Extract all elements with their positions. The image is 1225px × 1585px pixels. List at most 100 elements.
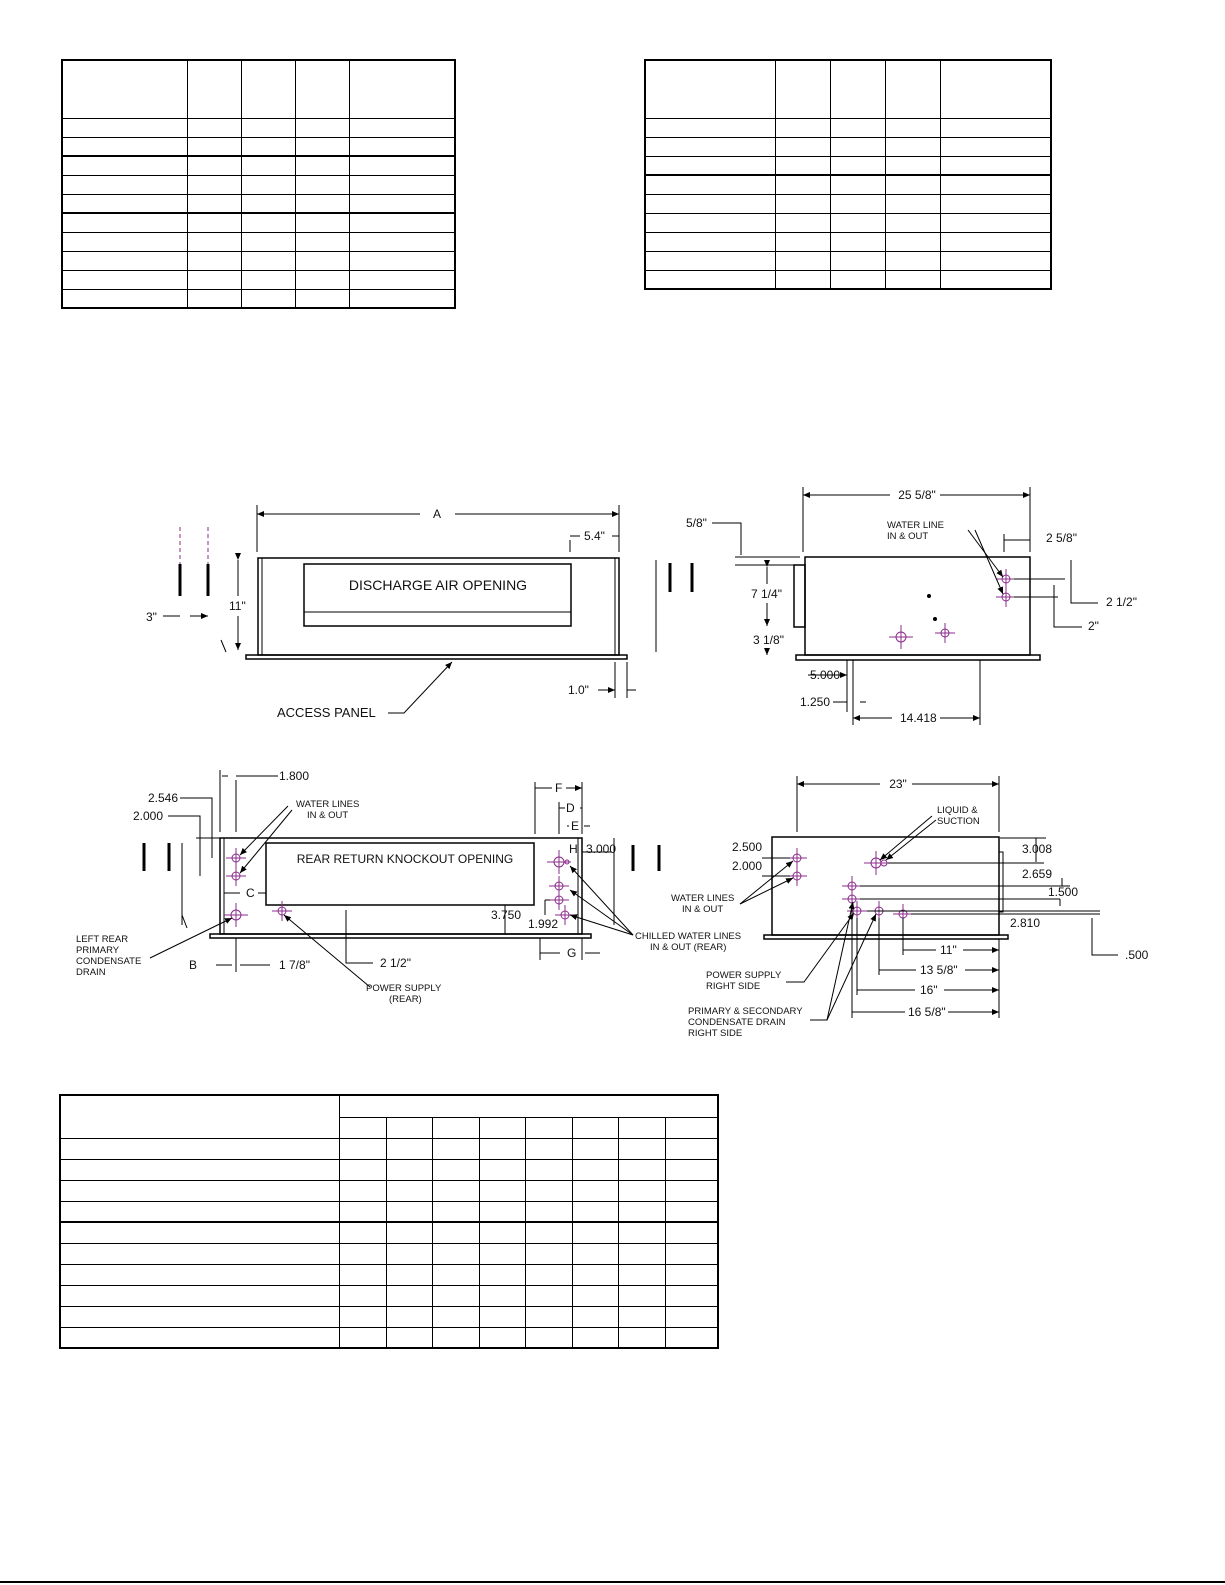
dim-7-1-4-label: 7 1/4": [751, 587, 782, 601]
dim-13-5-8-label: 13 5/8": [920, 963, 958, 977]
condensate-drain-label: LEFT REAR: [76, 934, 128, 945]
dim-2-810-label: 2.810: [1010, 916, 1040, 930]
table-row: [59, 1284, 719, 1307]
water-line-label: IN & OUT: [887, 531, 928, 542]
dim-b-label: B: [189, 958, 197, 972]
side-view-right: [712, 487, 1098, 725]
table-row: [59, 1137, 719, 1160]
chilled-water-connection-icon: [549, 890, 569, 910]
dim-3-008-label: 3.008: [1022, 842, 1052, 856]
dim-2-1-2-label: 2 1/2": [380, 956, 411, 970]
condensate-drain-label: PRIMARY: [76, 945, 120, 956]
condensate-drain-icon: [224, 903, 248, 927]
liquid-suction-label: LIQUID &: [937, 805, 978, 816]
drain-connection-icon: [889, 625, 913, 649]
chilled-water-label: IN & OUT (REAR): [650, 942, 726, 953]
spec-table-left: [61, 59, 456, 309]
table-row: [59, 1200, 719, 1223]
dim-2-000-label: 2.000: [732, 859, 762, 873]
hanger-rod-icon: [178, 527, 210, 596]
table-row: [61, 288, 456, 309]
table-row: [644, 269, 1052, 290]
side-view-left-labels: 23" LIQUID & SUCTION 2.500 2.000 3.008 2…: [671, 777, 1149, 1039]
dim-2-000-label: 2.000: [133, 809, 163, 823]
dim-11-label: 11": [229, 599, 246, 613]
dim-g-label: G: [567, 946, 576, 960]
table-row: [61, 193, 456, 214]
table-row: [644, 155, 1052, 176]
discharge-opening: [303, 563, 572, 627]
dim-5-000-label: 5.000: [810, 668, 840, 682]
dim-2-5-8-label: 2 5/8": [1046, 531, 1077, 545]
knockout-opening: [265, 842, 535, 906]
hanger-rod-icon: [142, 843, 188, 929]
table-row: [59, 1263, 719, 1286]
water-line-connection-icon: [226, 848, 246, 868]
spec-table-bottom: [59, 1094, 719, 1349]
power-supply-label: POWER SUPPLY: [706, 970, 782, 981]
dim-3-000-label: 3.000: [586, 842, 616, 856]
table-row: [61, 155, 456, 176]
dim-5-8-label: 5/8": [686, 516, 707, 530]
dim-d-label: D: [566, 801, 575, 815]
power-supply-label: POWER SUPPLY: [366, 983, 442, 994]
front-view-labels: A 5.4" 11" 3" 1.0" DISCHARGE AIR OPENING…: [146, 507, 605, 720]
condensate-drain-label: DRAIN: [76, 967, 106, 978]
water-line-label: WATER LINE: [887, 520, 944, 531]
dim-11-label: 11": [940, 943, 957, 957]
hanger-rod-icon: [655, 560, 694, 652]
water-line-connection-icon: [787, 848, 807, 868]
water-line-connection-icon: [226, 866, 246, 886]
dim-e-label: E: [571, 819, 579, 833]
dim-3-label: 3": [146, 610, 157, 624]
dim-c-label: C: [246, 886, 255, 900]
table-row: [59, 1158, 719, 1181]
dim-2-659-label: 2.659: [1022, 867, 1052, 881]
table-row: [61, 117, 456, 138]
table-row: [61, 212, 456, 233]
dim-1-0-label: 1.0": [568, 683, 589, 697]
dim-2-546-label: 2.546: [148, 791, 178, 805]
water-lines-label: WATER LINES: [296, 799, 359, 810]
power-supply-label: RIGHT SIDE: [706, 981, 760, 992]
water-lines-label: WATER LINES: [671, 893, 734, 904]
dim-1-992-label: 1.992: [528, 917, 558, 931]
table-row: [644, 117, 1052, 138]
spec-table-right: [644, 59, 1052, 290]
table-row: [61, 269, 456, 290]
dim-3-1-8-label: 3 1/8": [753, 633, 784, 647]
drain-label: PRIMARY & SECONDARY: [688, 1006, 803, 1017]
dim-5-4-label: 5.4": [584, 529, 605, 543]
dim-h-label: H: [569, 842, 578, 856]
hanger-rod-icon: [613, 838, 661, 925]
dim-14-418-label: 14.418: [900, 711, 937, 725]
side-view-left: [739, 776, 1118, 1021]
dim-500-label: .500: [1125, 948, 1149, 962]
chilled-water-label: CHILLED WATER LINES: [635, 931, 741, 942]
liquid-suction-connection-icon: [864, 851, 888, 875]
rear-view-labels: 1.800 2.546 2.000 WATER LINES IN & OUT F…: [76, 769, 741, 1005]
drain-connection-icon: [847, 901, 867, 921]
table-row: [59, 1326, 719, 1349]
dim-2-500-label: 2.500: [732, 840, 762, 854]
water-line-connection-icon: [996, 587, 1016, 607]
table-row: [644, 231, 1052, 252]
power-connection-icon: [935, 623, 955, 643]
table-row: [59, 1221, 719, 1244]
discharge-opening-label: DISCHARGE AIR OPENING: [349, 577, 527, 593]
dim-25-5-8-label: 25 5/8": [898, 488, 936, 502]
dim-1-7-8-label: 1 7/8": [279, 958, 310, 972]
power-connection-icon: [272, 901, 292, 921]
dim-2-1-2-label: 2 1/2": [1106, 595, 1137, 609]
access-panel: [245, 654, 628, 660]
drain-label: CONDENSATE DRAIN: [688, 1017, 786, 1028]
side-view-right-labels: 25 5/8" 5/8" 7 1/4" 3 1/8" 5.000 1.250 1…: [686, 488, 1137, 725]
drain-label: RIGHT SIDE: [688, 1028, 742, 1039]
power-supply-label: (REAR): [389, 994, 422, 1005]
dim-23-label: 23": [889, 777, 907, 791]
knockout-opening-label: REAR RETURN KNOCKOUT OPENING: [297, 852, 513, 866]
chilled-water-connection-icon: [547, 850, 571, 874]
water-line-connection-icon: [787, 866, 807, 886]
dim-1-500-label: 1.500: [1048, 885, 1078, 899]
